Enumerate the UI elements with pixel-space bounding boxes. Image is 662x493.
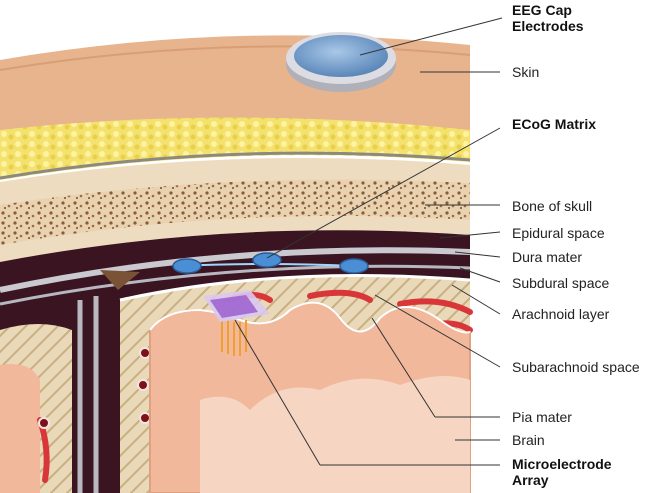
label-arachnoid-layer: Arachnoid layer: [512, 306, 609, 322]
label-dura-mater: Dura mater: [512, 249, 582, 265]
label-ecog-matrix: ECoG Matrix: [512, 116, 596, 132]
label-subarachnoid-space: Subarachnoid space: [512, 359, 640, 375]
label-skin: Skin: [512, 64, 539, 80]
label-bone-of-skull: Bone of skull: [512, 198, 592, 214]
label-microelectrode-array: Microelectrode Array: [512, 456, 622, 488]
label-brain: Brain: [512, 432, 545, 448]
left-gyrus: [0, 364, 40, 493]
label-eeg-cap-electrodes: EEG Cap Electrodes: [512, 2, 622, 34]
eeg-electrode-icon: [286, 32, 396, 92]
label-epidural-space: Epidural space: [512, 225, 605, 241]
label-pia-mater: Pia mater: [512, 409, 572, 425]
label-subdural-space: Subdural space: [512, 275, 609, 291]
